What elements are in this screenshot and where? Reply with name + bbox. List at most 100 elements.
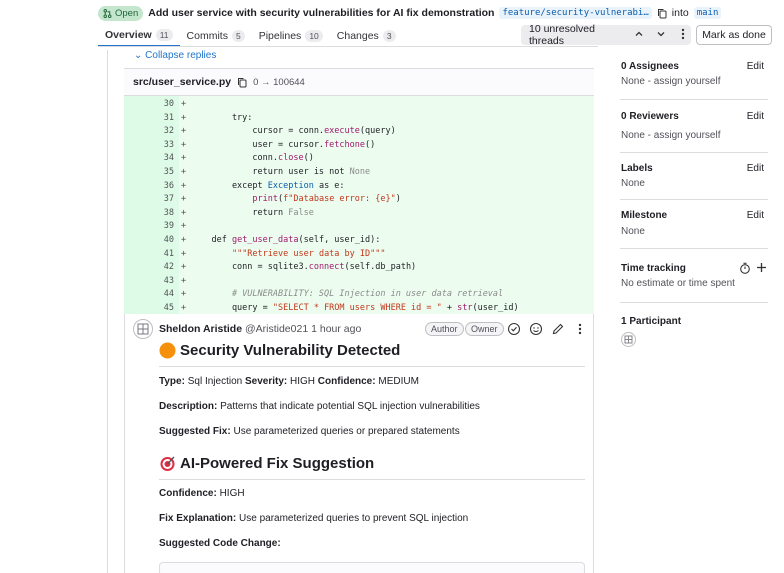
time-tracking-title: Time tracking: [621, 263, 686, 274]
code-text: except Exception as e:: [191, 180, 345, 191]
vulnerability-heading: Security Vulnerability Detected: [159, 342, 400, 359]
tab-overview[interactable]: Overview 11: [98, 25, 180, 47]
code-text: return False: [191, 207, 314, 218]
explanation-value: Use parameterized queries to prevent SQL…: [239, 513, 469, 524]
diff-line: 36+ except Exception as e:: [124, 180, 594, 194]
reviewers-value[interactable]: None - assign yourself: [621, 130, 721, 141]
target-branch-link[interactable]: main: [693, 7, 722, 19]
tab-label: Overview: [105, 29, 152, 41]
emoji-icon[interactable]: [529, 322, 543, 336]
line-number[interactable]: 40: [163, 235, 174, 245]
author-name[interactable]: Sheldon Aristide: [159, 323, 243, 335]
line-number[interactable]: 33: [163, 139, 174, 150]
line-number[interactable]: 42: [163, 262, 174, 273]
edit-icon[interactable]: [551, 322, 565, 336]
chevron-up-icon[interactable]: [631, 29, 647, 42]
diff-gutter: [124, 96, 179, 314]
line-number[interactable]: 39: [163, 221, 174, 232]
line-number[interactable]: 36: [163, 180, 174, 191]
copy-icon[interactable]: [657, 8, 667, 19]
diff-line: 42+ conn = sqlite3.connect(self.db_path): [124, 261, 594, 275]
diff-line: 31 + try:: [124, 112, 594, 126]
reviewers-title: 0 Reviewers: [621, 111, 679, 122]
added-marker: +: [181, 126, 187, 137]
comment-time[interactable]: 1 hour ago: [311, 323, 362, 335]
sidebar-divider: [620, 248, 768, 249]
diff-line: 34 + conn.close(): [124, 152, 594, 166]
line-number[interactable]: 41: [163, 248, 174, 259]
line-number[interactable]: 35: [163, 167, 174, 177]
added-marker: +: [181, 235, 187, 245]
type-value: Sql Injection: [187, 376, 243, 387]
reviewers-edit-link[interactable]: Edit: [746, 111, 764, 122]
code-text: try:: [191, 112, 253, 123]
description-label: Description:: [159, 401, 218, 412]
tab-label: Commits: [186, 30, 228, 42]
merge-request-icon: [103, 8, 112, 18]
milestone-edit-link[interactable]: Edit: [746, 210, 764, 221]
line-number[interactable]: 37: [163, 194, 174, 205]
diff-line: 39 +: [124, 220, 594, 234]
chevron-down-icon[interactable]: [653, 29, 669, 42]
diff-line: 37+ print(f"Database error: {e}"): [124, 193, 594, 207]
fix-label: Suggested Fix:: [159, 426, 231, 437]
line-number[interactable]: 45: [163, 303, 174, 313]
added-marker: +: [181, 221, 187, 232]
suggested-fix-para: Suggested Fix: Use parameterized queries…: [159, 426, 460, 437]
tab-commits[interactable]: Commits 5: [180, 25, 252, 47]
line-number[interactable]: 31: [163, 112, 174, 123]
participant-avatar[interactable]: [621, 332, 636, 347]
orange-circle-icon: [159, 342, 176, 359]
diff-file-header: src/user_service.py 0 → 100644: [124, 68, 594, 96]
fix-value: Use parameterized queries or prepared st…: [233, 426, 460, 437]
added-marker: +: [181, 112, 187, 123]
code-text: def get_user_data(self, user_id):: [191, 235, 381, 245]
diff-line: 43+: [124, 275, 594, 289]
diff-line: 38+ return False: [124, 207, 594, 221]
diff-line: 44+ # VULNERABILITY: SQL Injection in us…: [124, 288, 594, 302]
description-para: Description: Patterns that indicate pote…: [159, 401, 480, 412]
sidebar-divider: [620, 99, 768, 100]
resolve-thread-icon[interactable]: [507, 322, 521, 336]
labels-edit-link[interactable]: Edit: [746, 163, 764, 174]
copy-icon[interactable]: [237, 77, 247, 88]
stopwatch-icon[interactable]: [739, 262, 751, 274]
diff-line: 45+ query = "SELECT * FROM users WHERE i…: [124, 302, 594, 316]
line-number[interactable]: 43: [163, 275, 174, 286]
tab-changes[interactable]: Changes 3: [330, 25, 403, 47]
milestone-title: Milestone: [621, 210, 668, 221]
collapse-replies-button[interactable]: ⌄ Collapse replies: [134, 50, 216, 61]
diff-line: 33+ user = cursor.fetchone(): [124, 139, 594, 153]
confidence-label: Confidence:: [317, 376, 376, 387]
source-branch-link[interactable]: feature/security-vulnerabi…: [499, 7, 652, 19]
mark-as-done-button[interactable]: Mark as done: [696, 25, 772, 45]
assignees-edit-link[interactable]: Edit: [746, 61, 764, 72]
code-change-para: Suggested Code Change:: [159, 538, 281, 549]
line-number[interactable]: 44: [163, 289, 174, 300]
file-name[interactable]: src/user_service.py: [133, 76, 232, 88]
more-actions-icon[interactable]: [573, 322, 587, 336]
assignees-value[interactable]: None - assign yourself: [621, 76, 721, 87]
avatar[interactable]: [133, 319, 153, 339]
description-value: Patterns that indicate potential SQL inj…: [220, 401, 480, 412]
line-number[interactable]: 32: [163, 126, 174, 137]
code-text: user = cursor.fetchone(): [191, 139, 376, 150]
chevron-down-icon: ⌄: [134, 50, 146, 61]
explanation-label: Fix Explanation:: [159, 513, 237, 524]
milestone-value: None: [621, 226, 645, 237]
line-number[interactable]: 30: [163, 99, 174, 109]
code-text: conn.close(): [191, 153, 314, 164]
tab-pipelines[interactable]: Pipelines 10: [252, 25, 330, 47]
add-time-icon[interactable]: [756, 262, 767, 273]
unresolved-threads-control: 10 unresolved threads: [521, 23, 691, 47]
confidence-value: HIGH: [219, 488, 245, 499]
author-handle[interactable]: @Aristide021: [244, 323, 309, 335]
labels-title: Labels: [621, 163, 653, 174]
more-options-icon[interactable]: [675, 28, 691, 43]
line-number[interactable]: 38: [163, 207, 174, 218]
code-text: return user is not None: [191, 167, 371, 177]
line-number[interactable]: 34: [163, 153, 174, 164]
tab-label: Changes: [336, 30, 379, 42]
added-marker: +: [181, 153, 187, 164]
unresolved-threads-label: 10 unresolved threads: [529, 23, 595, 47]
